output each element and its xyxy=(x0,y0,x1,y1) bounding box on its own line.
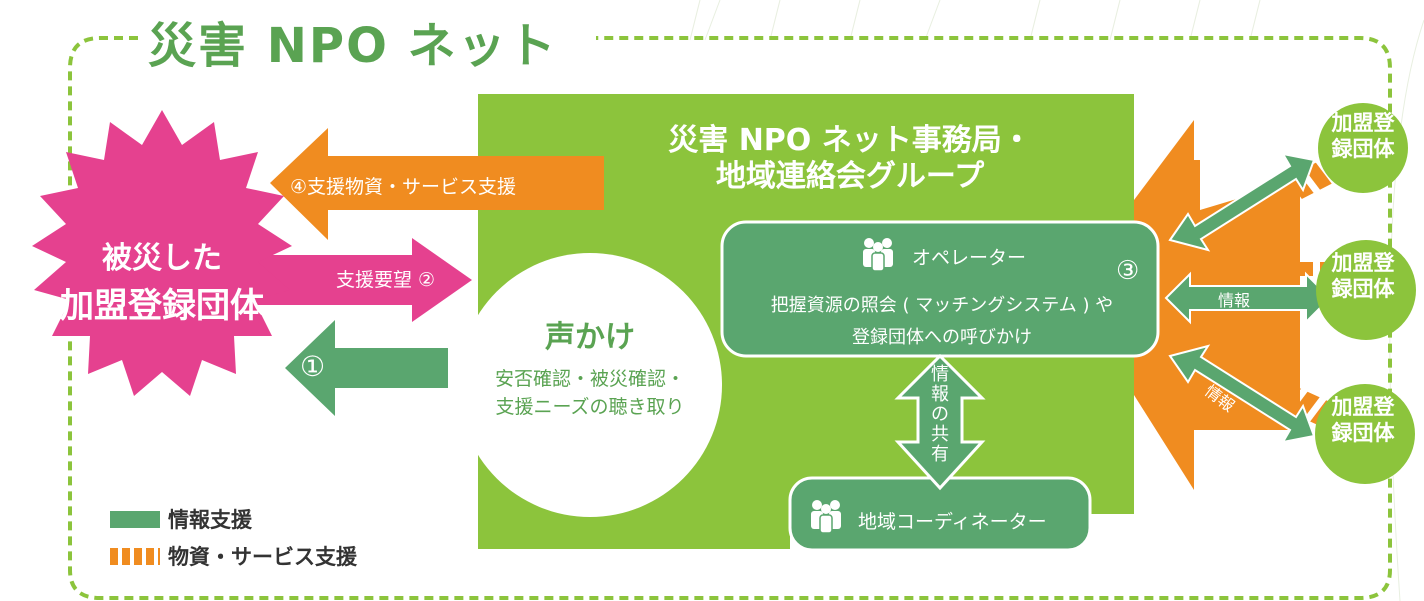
member-node-1 xyxy=(1318,103,1408,193)
share-arrow xyxy=(894,353,986,491)
info-arrow-left xyxy=(285,320,448,416)
request-arrow-label: 支援要望 ② xyxy=(336,269,436,291)
info-arrow-top xyxy=(1168,152,1316,252)
operator-description: 把握資源の照会 ( マッチングシステム ) や 登録団体への呼びかけ xyxy=(730,290,1154,354)
office-title: 災害 NPO ネット事務局・ 地域連絡会グループ xyxy=(640,123,1060,195)
legend-goods-swatch xyxy=(110,547,160,565)
member-node-3 xyxy=(1315,384,1415,484)
outreach-line1: 安否確認・被災確認・ xyxy=(494,368,685,390)
legend-info-support: 情報支援 xyxy=(110,504,252,534)
info-arrow-bottom xyxy=(1168,344,1316,444)
info-label-middle: 情報 xyxy=(1218,291,1251,310)
people-icon xyxy=(811,500,841,534)
share-label: 情報の共有 xyxy=(931,364,949,465)
outreach-title: 声かけ xyxy=(545,320,635,355)
request-arrow xyxy=(250,238,472,322)
outreach-line2: 支援ニーズの聴き取り xyxy=(495,396,685,418)
coordinator-label: 地域コーディネーター xyxy=(858,511,1047,533)
member-label-2: 加盟登録団体 xyxy=(1331,251,1395,301)
operator-line2: 登録団体への呼びかけ xyxy=(852,327,1032,348)
goods-arrow-left xyxy=(270,128,604,240)
affected-group-line1: 被災した xyxy=(102,241,222,276)
diagram-title: 災害 NPO ネット xyxy=(148,18,558,74)
member-label-3: 加盟登録団体 xyxy=(1331,395,1395,445)
people-icon xyxy=(863,238,893,272)
legend-info-swatch xyxy=(110,510,160,528)
goods-fan-cut-top xyxy=(1200,130,1300,210)
network-frame xyxy=(68,36,1392,600)
affected-burst xyxy=(32,110,292,396)
affected-group-line2: 加盟登録団体 xyxy=(60,286,264,326)
goods-stripe-bottom xyxy=(1195,345,1330,426)
legend-info-label: 情報支援 xyxy=(168,507,252,532)
legend-goods-support: 物資・サービス支援 xyxy=(110,541,357,571)
goods-arrow-label: ④支援物資・サービス支援 xyxy=(290,176,517,198)
outreach-circle xyxy=(458,253,722,517)
office-title-line2: 地域連絡会グループ xyxy=(715,159,985,194)
member-label-1: 加盟登録団体 xyxy=(1331,111,1395,161)
info-arrow-label: ① xyxy=(300,350,326,383)
operator-line1: 把握資源の照会 ( マッチングシステム ) や xyxy=(770,295,1114,316)
operator-step-number: ③ xyxy=(1116,256,1140,286)
outreach-body: 安否確認・被災確認・ 支援ニーズの聴き取り xyxy=(462,365,718,421)
decorative-lines xyxy=(689,0,1424,601)
office-block-lower xyxy=(478,514,790,549)
operator-name: オペレーター xyxy=(912,247,1027,269)
office-title-line1: 災害 NPO ネット事務局・ xyxy=(668,123,1032,158)
member-node-2 xyxy=(1316,240,1416,340)
legend-goods-label: 物資・サービス支援 xyxy=(168,544,357,569)
